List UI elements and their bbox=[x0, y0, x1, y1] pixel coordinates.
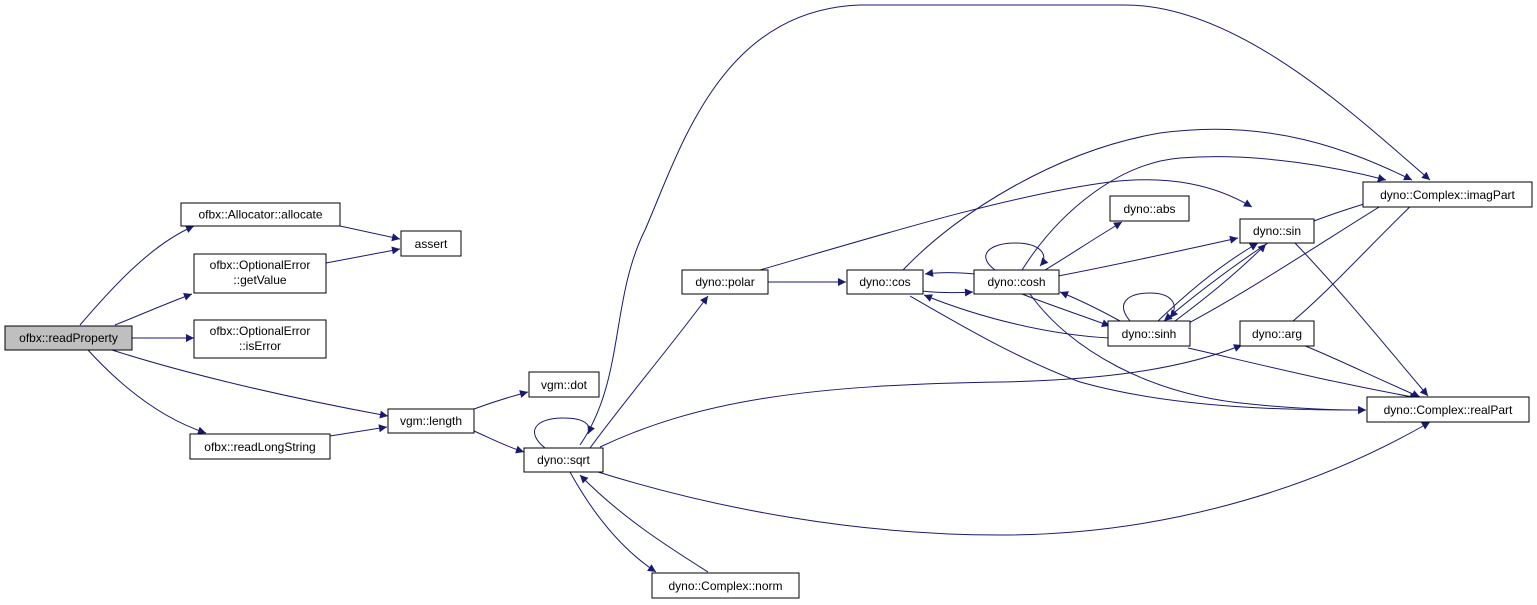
node-vgm-dot[interactable]: vgm::dot bbox=[528, 371, 600, 398]
node-complex-imag-part-label: dyno::Complex::imagPart bbox=[1380, 188, 1515, 202]
node-dyno-cos[interactable]: dyno::cos bbox=[846, 269, 924, 295]
edge-sinh-sin-b bbox=[1174, 243, 1267, 322]
edge-cosh-realPart bbox=[1029, 293, 1367, 414]
edge-arg-realPart bbox=[1302, 344, 1421, 398]
node-read-long-string[interactable]: ofbx::readLongString bbox=[189, 433, 331, 460]
node-dyno-sqrt[interactable]: dyno::sqrt bbox=[523, 447, 604, 473]
edge-sinh-sinh bbox=[1123, 292, 1179, 322]
edge-readProperty-allocate bbox=[79, 225, 195, 326]
edge-sqrt-sqrt bbox=[534, 417, 595, 449]
node-dyno-arg[interactable]: dyno::arg bbox=[1239, 320, 1315, 347]
edge-cosh-cos bbox=[924, 268, 976, 277]
node-allocator-allocate[interactable]: ofbx::Allocator::allocate bbox=[180, 202, 341, 227]
edge-getValue-assert bbox=[325, 246, 401, 264]
node-vgm-dot-label: vgm::dot bbox=[541, 378, 588, 392]
edge-readProperty-length bbox=[111, 349, 389, 419]
node-dyno-abs-label: dyno::abs bbox=[1123, 202, 1175, 216]
edge-length-dot bbox=[473, 390, 529, 410]
node-complex-real-part-label: dyno::Complex::realPart bbox=[1384, 403, 1513, 417]
node-optional-error-is-error-label-2: ::isError bbox=[239, 339, 281, 353]
edge-cosh-sin bbox=[1057, 235, 1239, 277]
edge-sqrt-norm bbox=[569, 471, 657, 573]
node-dyno-sqrt-label: dyno::sqrt bbox=[537, 453, 590, 467]
edge-polar-sin bbox=[759, 179, 1253, 271]
node-dyno-sin[interactable]: dyno::sin bbox=[1239, 218, 1315, 244]
edge-cosh-cosh bbox=[985, 242, 1049, 271]
node-optional-error-is-error-label-1: ofbx::OptionalError bbox=[210, 324, 311, 338]
node-optional-error-is-error[interactable]: ofbx::OptionalError ::isError bbox=[193, 319, 327, 359]
node-dyno-polar-label: dyno::polar bbox=[695, 275, 754, 289]
edge-arg-imagPart bbox=[1292, 196, 1421, 322]
edge-sinh-realPart bbox=[1187, 347, 1419, 401]
node-dyno-sinh-label: dyno::sinh bbox=[1122, 327, 1177, 341]
node-read-property-label: ofbx::readProperty bbox=[19, 331, 118, 345]
node-complex-norm-label: dyno::Complex::norm bbox=[668, 579, 782, 593]
edge-cosh-sinh bbox=[1021, 293, 1111, 328]
node-read-property[interactable]: ofbx::readProperty bbox=[4, 325, 133, 351]
edge-readProperty-readLongString bbox=[87, 349, 207, 435]
edge-sinh-imagPart bbox=[1184, 192, 1403, 326]
edge-cos-realPart bbox=[909, 295, 1367, 414]
node-complex-imag-part[interactable]: dyno::Complex::imagPart bbox=[1362, 181, 1533, 208]
edge-length-sqrt bbox=[473, 430, 525, 454]
edge-sqrt-imagPart bbox=[579, 4, 1431, 446]
edge-cos-cosh bbox=[921, 288, 974, 297]
edge-norm-sqrt bbox=[579, 474, 709, 573]
node-vgm-length-label: vgm::length bbox=[400, 414, 462, 428]
edge-allocate-assert bbox=[339, 225, 401, 242]
edge-sqrt-realPart bbox=[597, 421, 1431, 536]
node-dyno-arg-label: dyno::arg bbox=[1252, 327, 1302, 341]
node-dyno-polar[interactable]: dyno::polar bbox=[681, 269, 769, 295]
node-dyno-cosh[interactable]: dyno::cosh bbox=[973, 269, 1060, 295]
node-assert[interactable]: assert bbox=[400, 230, 462, 257]
node-optional-error-get-value-label-2: ::getValue bbox=[233, 273, 286, 287]
edge-readLongString-length bbox=[329, 424, 388, 437]
node-dyno-cosh-label: dyno::cosh bbox=[987, 275, 1045, 289]
node-dyno-abs[interactable]: dyno::abs bbox=[1109, 195, 1190, 222]
edge-sinh-sin-a bbox=[1157, 242, 1259, 322]
nodes: ofbx::readProperty ofbx::Allocator::allo… bbox=[4, 181, 1533, 599]
edge-sin-sinh bbox=[1163, 242, 1269, 322]
node-optional-error-get-value-label-1: ofbx::OptionalError bbox=[210, 258, 311, 272]
node-complex-real-part[interactable]: dyno::Complex::realPart bbox=[1366, 396, 1530, 423]
edge-sin-realPart bbox=[1294, 242, 1429, 397]
node-assert-label: assert bbox=[415, 237, 448, 251]
node-dyno-sin-label: dyno::sin bbox=[1253, 224, 1301, 238]
edge-sqrt-arg bbox=[599, 344, 1243, 448]
edge-sinh-cos bbox=[923, 294, 1111, 339]
edge-cos-imagPart bbox=[902, 128, 1413, 271]
node-dyno-cos-label: dyno::cos bbox=[859, 275, 910, 289]
edge-readProperty-getValue bbox=[114, 293, 193, 326]
node-optional-error-get-value[interactable]: ofbx::OptionalError ::getValue bbox=[193, 253, 327, 294]
edge-cosh-imagPart bbox=[1021, 156, 1387, 271]
node-allocator-allocate-label: ofbx::Allocator::allocate bbox=[198, 208, 322, 222]
edge-sinh-cosh bbox=[1059, 291, 1121, 322]
node-dyno-sinh[interactable]: dyno::sinh bbox=[1107, 320, 1191, 347]
edges bbox=[79, 4, 1431, 573]
node-read-long-string-label: ofbx::readLongString bbox=[204, 440, 315, 454]
edge-cosh-abs bbox=[1044, 221, 1123, 271]
edge-sqrt-polar bbox=[589, 295, 709, 449]
node-vgm-length[interactable]: vgm::length bbox=[387, 408, 475, 434]
node-complex-norm[interactable]: dyno::Complex::norm bbox=[651, 572, 800, 599]
